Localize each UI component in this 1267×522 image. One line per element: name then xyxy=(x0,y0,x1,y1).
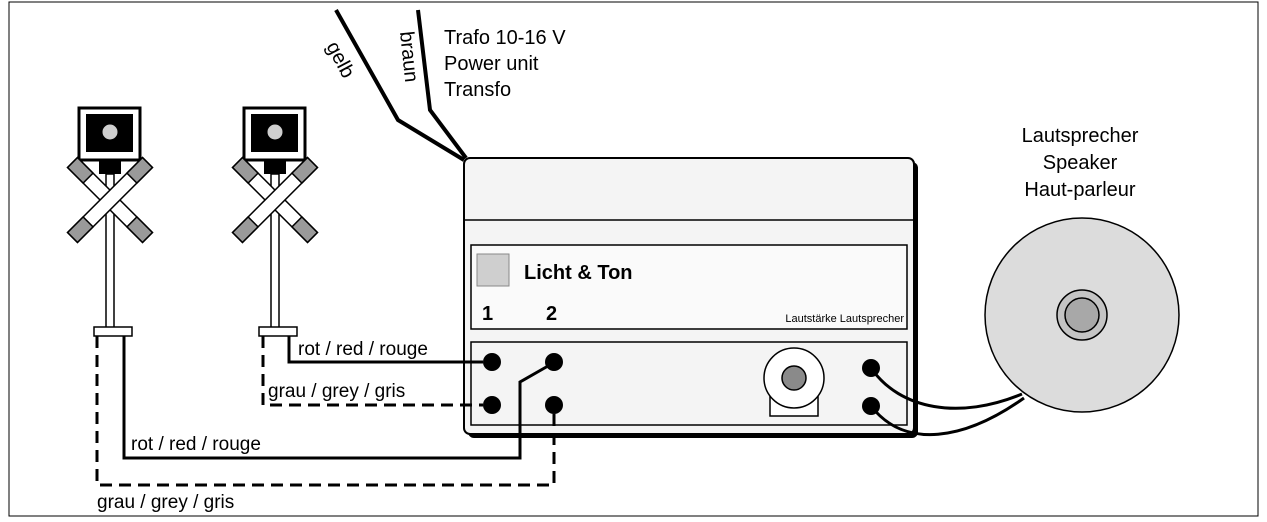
speaker-label-line3: Haut-parleur xyxy=(1024,179,1136,201)
diagram-frame xyxy=(8,1,1259,517)
signal-2-grey-wire xyxy=(261,336,483,407)
signal-1-mount xyxy=(99,160,121,174)
module-indicator-square xyxy=(476,253,510,287)
yellow-wire xyxy=(334,9,466,162)
module-title: Licht & Ton xyxy=(524,262,633,284)
terminal-2-red[interactable] xyxy=(545,353,563,371)
crossing-signal-2 xyxy=(231,106,319,337)
signal-1-red-label: rot / red / rouge xyxy=(131,434,261,455)
speaker-wires xyxy=(869,367,1025,437)
module-terminal-panel xyxy=(470,341,908,426)
power-wires xyxy=(334,9,468,162)
volume-label: Lautstärke Lautsprecher xyxy=(785,313,904,325)
signal-2-mount xyxy=(264,160,286,174)
signal-2-red-wire xyxy=(287,336,483,364)
yellow-wire-label: gelb xyxy=(322,38,359,82)
licht-ton-module: Licht & Ton 1 2 Lautstärke Lautsprecher xyxy=(463,157,918,438)
speaker-label-line2: Speaker xyxy=(1043,152,1118,174)
signal-2-lamp xyxy=(266,123,284,141)
signal-wires xyxy=(95,336,556,487)
signal-2-grey-label: grau / grey / gris xyxy=(268,381,405,402)
terminal-2-grey[interactable] xyxy=(545,396,563,414)
signal-2-crossbuck xyxy=(231,156,319,244)
brown-wire xyxy=(416,9,468,160)
port-1-label: 1 xyxy=(482,303,493,325)
signal-1-crossbuck xyxy=(66,156,154,244)
speaker-center-inner xyxy=(1064,297,1100,333)
signal-1-grey-label: grau / grey / gris xyxy=(97,492,234,513)
speaker xyxy=(984,217,1180,413)
signal-1-lamp xyxy=(101,123,119,141)
speaker-wire-top xyxy=(869,367,1023,410)
power-label-line3: Transfo xyxy=(444,79,511,101)
power-label-line1: Trafo 10-16 V xyxy=(444,27,566,49)
signal-2-base xyxy=(258,326,298,337)
module-label-panel xyxy=(470,244,908,330)
speaker-wire-bottom xyxy=(869,396,1025,437)
signal-2-red-label: rot / red / rouge xyxy=(298,339,428,360)
power-label-line2: Power unit xyxy=(444,53,539,75)
signal-1-base xyxy=(93,326,133,337)
signal-1-red-wire xyxy=(122,336,549,460)
volume-knob[interactable] xyxy=(763,347,825,417)
speaker-label-line1: Lautsprecher xyxy=(1022,125,1139,147)
terminal-1-red[interactable] xyxy=(483,353,501,371)
crossing-signal-1 xyxy=(66,106,154,337)
terminal-1-grey[interactable] xyxy=(483,396,501,414)
port-2-label: 2 xyxy=(546,303,557,325)
brown-wire-label: braun xyxy=(395,30,422,83)
